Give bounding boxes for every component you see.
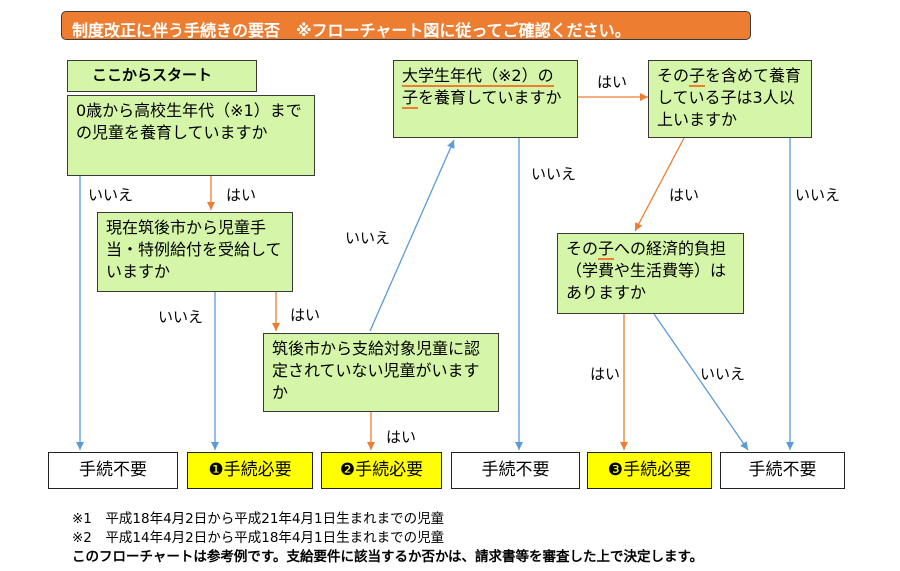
question-unrecognized-child: 筑後市から支給対象児童に認定されていない児童がいますか: [263, 333, 499, 412]
question-three-children: その子を含めて養育している子は3人以上いますか: [648, 60, 812, 138]
label-no-q2: いいえ: [158, 308, 204, 326]
result-required-3: ❸手続必要: [587, 452, 712, 489]
q6-rest: 担（学費や生活費等）はありますか: [566, 239, 727, 302]
disclaimer-note: このフローチャートは参考例です。支給要件に該当するか否かは、請求書等を審査した上…: [72, 549, 704, 565]
label-no-q3: いいえ: [345, 229, 391, 247]
label-yes-q6: はい: [590, 365, 621, 383]
label-no-q6: いいえ: [700, 365, 746, 383]
arrow-q5-yes: [634, 137, 685, 232]
result-required-2: ❷手続必要: [321, 452, 442, 489]
label-no-q4: いいえ: [531, 165, 577, 183]
result-not-required-3: 手続不要: [720, 452, 845, 489]
q6-pre: その: [566, 239, 599, 258]
result-not-required-2: 手続不要: [451, 452, 580, 489]
start-label: ここからスタート: [67, 60, 257, 92]
university-child-rest: を養育していますか: [418, 88, 562, 107]
arrow-q6-no: [653, 313, 749, 451]
result-required-1: ❶手続必要: [187, 452, 313, 489]
label-no-q5: いいえ: [795, 186, 841, 204]
arrow-q3-no: [369, 139, 455, 332]
q6-underlined-child: 子: [598, 239, 615, 260]
result-not-required-1: 手続不要: [48, 452, 178, 489]
label-yes-q2: はい: [290, 306, 321, 324]
q5-rest: 養育している子は3人以上いますか: [657, 66, 802, 129]
label-yes-q3: はい: [386, 428, 417, 446]
q5-pre: その: [657, 66, 690, 85]
university-child-label: 大学生年代（※2）の子: [402, 66, 554, 109]
question-economic-burden: その子への経済的負担（学費や生活費等）はありますか: [557, 233, 744, 314]
q5-post: を含めて: [705, 66, 770, 85]
q5-underlined-child: 子: [689, 66, 706, 87]
question-age-check: 0歳から高校生年代（※1）までの児童を養育していますか: [67, 95, 315, 176]
question-university-child: 大学生年代（※2）の子を養育していますか: [393, 60, 578, 138]
label-yes-q5: はい: [669, 186, 700, 204]
question-current-receipt: 現在筑後市から児童手当・特例給付を受給していますか: [97, 212, 293, 292]
footnote-1: ※1 平成18年4月2日から平成21年4月1日生まれまでの児童: [72, 511, 445, 527]
page-title: 制度改正に伴う手続きの要否 ※フローチャート図に従ってご確認ください。: [61, 11, 751, 40]
label-no-q1: いいえ: [88, 186, 134, 204]
q6-post: への経済的負: [614, 239, 711, 258]
label-yes-q4: はい: [597, 73, 628, 91]
footnote-2: ※2 平成14年4月2日から平成18年4月1日生まれまでの児童: [72, 530, 445, 546]
label-yes-q1: はい: [226, 186, 257, 204]
